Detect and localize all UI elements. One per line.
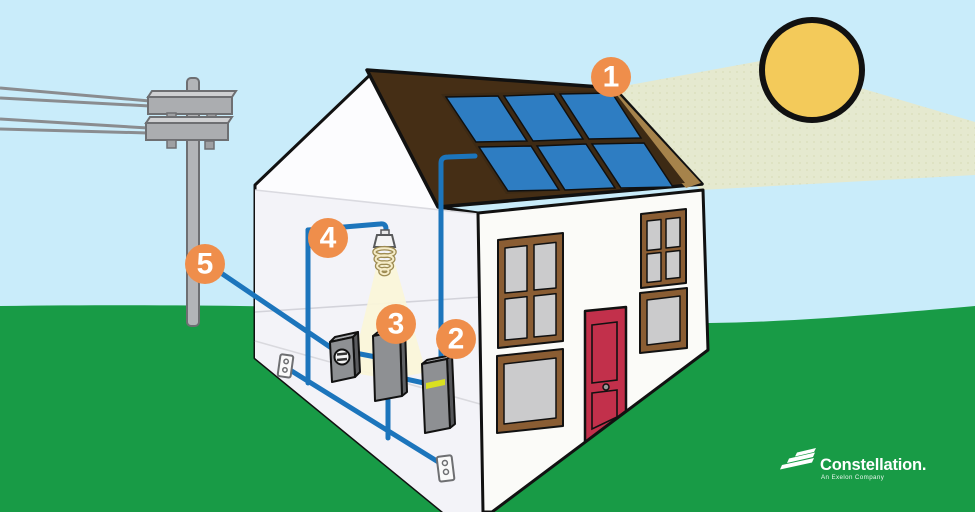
solar-panel-cell (590, 142, 675, 189)
electric-meter (329, 331, 361, 383)
door-knob (602, 383, 610, 391)
callout-3-circle (376, 304, 416, 344)
wire-ceiling-to-bulb (305, 221, 389, 239)
callout-5-number: 5 (197, 248, 214, 281)
solar-panel-array (441, 90, 685, 194)
callout-5-circle (185, 244, 225, 284)
solar-panel-cell (535, 143, 617, 191)
pole-mast (186, 77, 200, 327)
callout-4: 4 (308, 218, 348, 258)
window-upper-right (640, 208, 687, 289)
solar-panel-cell (558, 92, 643, 140)
window-lower-left (496, 348, 564, 434)
sun (759, 17, 865, 123)
solar-inverter (421, 354, 456, 434)
wire-floor (287, 367, 443, 466)
door-panel-upper (591, 321, 618, 384)
wiring (193, 153, 478, 466)
constellation-logo: Constellation. An Exelon Company (780, 448, 926, 481)
bulb-spiral (372, 245, 397, 277)
inverter-indicator-stripe (426, 379, 445, 389)
logo-company-name: Constellation. (820, 456, 926, 474)
power-lines (0, 86, 151, 135)
pole-crossarm-lower (144, 116, 234, 150)
callout-1-number: 1 (603, 61, 620, 94)
callouts: 1 2 3 4 5 (185, 57, 631, 359)
solar-panel-cell (502, 93, 585, 142)
logo-tagline: An Exelon Company (821, 474, 885, 481)
callout-2-number: 2 (448, 323, 465, 356)
callout-5: 5 (185, 244, 225, 284)
breaker-panel (372, 326, 408, 402)
callout-1-circle (591, 57, 631, 97)
window-lower-right (639, 287, 688, 354)
wall-outlet-upper (276, 353, 295, 379)
front-door (583, 305, 628, 444)
windows (496, 208, 688, 434)
meter-dial (333, 348, 351, 366)
callout-3-number: 3 (388, 308, 405, 341)
solar-panel-cell (444, 95, 529, 143)
callout-3: 3 (376, 304, 416, 344)
wall-outlet-lower (435, 454, 456, 483)
bulb-socket (372, 234, 397, 248)
callout-2: 2 (436, 319, 476, 359)
constellation-logo-mark (780, 448, 816, 470)
callout-4-circle (308, 218, 348, 258)
door-panel-lower (591, 389, 618, 431)
callout-1: 1 (591, 57, 631, 97)
sun-beam (613, 60, 975, 190)
cfl-bulb (372, 229, 397, 277)
wire-solar-to-inverter (438, 153, 478, 365)
solar-panel-cell (477, 145, 561, 192)
callout-2-circle (436, 319, 476, 359)
callout-4-number: 4 (320, 222, 337, 255)
solar-panel-cells (444, 92, 675, 192)
window-upper-left (497, 232, 564, 349)
